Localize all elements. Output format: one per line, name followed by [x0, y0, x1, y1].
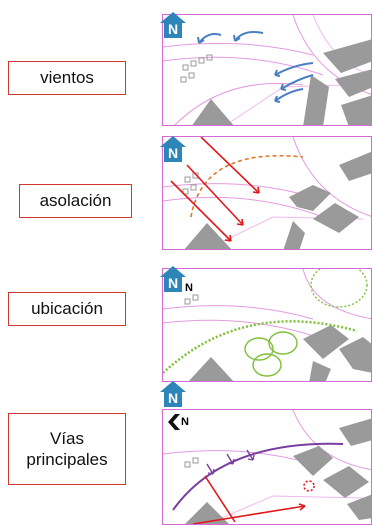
- label-vientos: vientos: [8, 61, 126, 95]
- label-ubicacion: ubicación: [8, 292, 126, 326]
- site-plan-asolacion: [163, 137, 371, 249]
- sun-rays: [170, 137, 260, 242]
- sun-path: [190, 155, 304, 218]
- label-vias-line1: Vías: [49, 428, 85, 448]
- north-letter-4: N: [168, 390, 178, 406]
- label-vias-principales: Vías principales: [8, 413, 126, 485]
- north-arrow-icon: N: [160, 266, 186, 292]
- panel-asolacion: [162, 136, 372, 250]
- location-overlays: [163, 269, 368, 377]
- rotated-north-icon: [168, 414, 180, 430]
- panel-vientos: [162, 14, 372, 126]
- site-plan-vientos: [163, 15, 371, 125]
- site-plan-ubicacion: [163, 269, 371, 381]
- north-letter-1: N: [168, 21, 178, 37]
- wind-arrows: [197, 31, 314, 103]
- label-asolacion-text: asolación: [39, 191, 112, 211]
- north-small-4: N: [181, 416, 189, 428]
- north-letter-2: N: [168, 145, 178, 161]
- north-marker-4: N: [160, 381, 186, 412]
- north-arrow-icon: N: [160, 136, 186, 162]
- label-ubicacion-text: ubicación: [31, 299, 103, 319]
- north-small-3: N: [185, 282, 193, 294]
- north-arrow-icon: N: [160, 12, 186, 38]
- north-marker-3: N: [160, 266, 186, 297]
- north-arrow-icon: N: [160, 381, 186, 407]
- panel-vias-principales: [162, 409, 372, 525]
- panel-ubicacion: [162, 268, 372, 382]
- label-vientos-text: vientos: [40, 68, 94, 88]
- site-plan-vias: [163, 410, 371, 524]
- label-vias-line2: principales: [26, 450, 108, 469]
- label-asolacion: asolación: [19, 184, 132, 218]
- north-letter-3: N: [168, 275, 178, 291]
- north-marker-1: N: [160, 12, 186, 43]
- main-road: [172, 442, 344, 511]
- north-marker-2: N: [160, 136, 186, 167]
- access-arrows: [192, 475, 315, 524]
- road-ticks: [206, 449, 255, 475]
- north-marker-rotated: [168, 414, 192, 435]
